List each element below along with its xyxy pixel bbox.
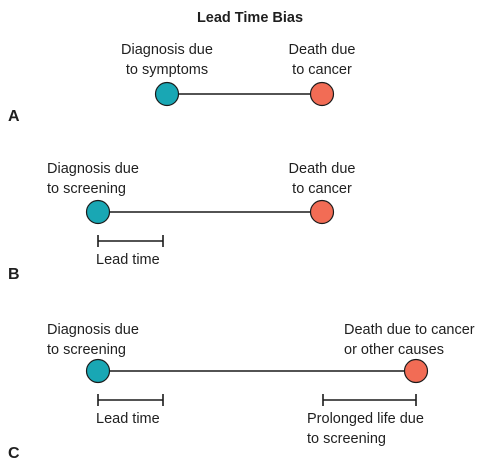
panel-b-death-marker	[309, 199, 335, 225]
panel-b-lead-time-bracket	[97, 235, 164, 247]
panel-a-letter: A	[8, 108, 20, 125]
panel-a: Diagnosis due to symptoms Death due to c…	[8, 42, 355, 125]
panel-c: Diagnosis due to screening Death due to …	[8, 322, 475, 462]
diagram-title: Lead Time Bias	[197, 10, 303, 26]
panel-c-lead-time-label: Lead time	[96, 411, 160, 427]
panel-c-diagnosis-label-line2: to screening	[47, 342, 126, 358]
panel-c-letter: C	[8, 445, 20, 462]
panel-c-diagnosis-label-line1: Diagnosis due	[47, 322, 139, 338]
panel-a-diagnosis-marker	[154, 81, 180, 107]
panel-b-diagnosis-label-line1: Diagnosis due	[47, 161, 139, 177]
panel-a-death-label-line2: to cancer	[292, 62, 352, 78]
panel-c-death-label-line2: or other causes	[344, 342, 444, 358]
panel-a-diagnosis-label-line2: to symptoms	[126, 62, 208, 78]
panel-b-letter: B	[8, 266, 20, 283]
panel-c-death-marker	[403, 358, 429, 384]
panel-b-lead-time-label: Lead time	[96, 252, 160, 268]
panel-c-death-label-line1: Death due to cancer	[344, 322, 475, 338]
panel-c-prolonged-label-line2: to screening	[307, 431, 386, 447]
panel-b-diagnosis-label-line2: to screening	[47, 181, 126, 197]
panel-a-diagnosis-label-line1: Diagnosis due	[121, 42, 213, 58]
panel-a-death-marker	[309, 81, 335, 107]
panel-a-death-label-line1: Death due	[289, 42, 356, 58]
panel-b-diagnosis-marker	[85, 199, 111, 225]
panel-b: Diagnosis due to screening Death due to …	[8, 161, 355, 283]
panel-c-lead-time-bracket	[97, 394, 164, 406]
panel-c-prolonged-label-line1: Prolonged life due	[307, 411, 424, 427]
panel-c-diagnosis-marker	[85, 358, 111, 384]
panel-b-death-label-line2: to cancer	[292, 181, 352, 197]
panel-c-prolonged-life-bracket	[322, 394, 417, 406]
panel-b-death-label-line1: Death due	[289, 161, 356, 177]
